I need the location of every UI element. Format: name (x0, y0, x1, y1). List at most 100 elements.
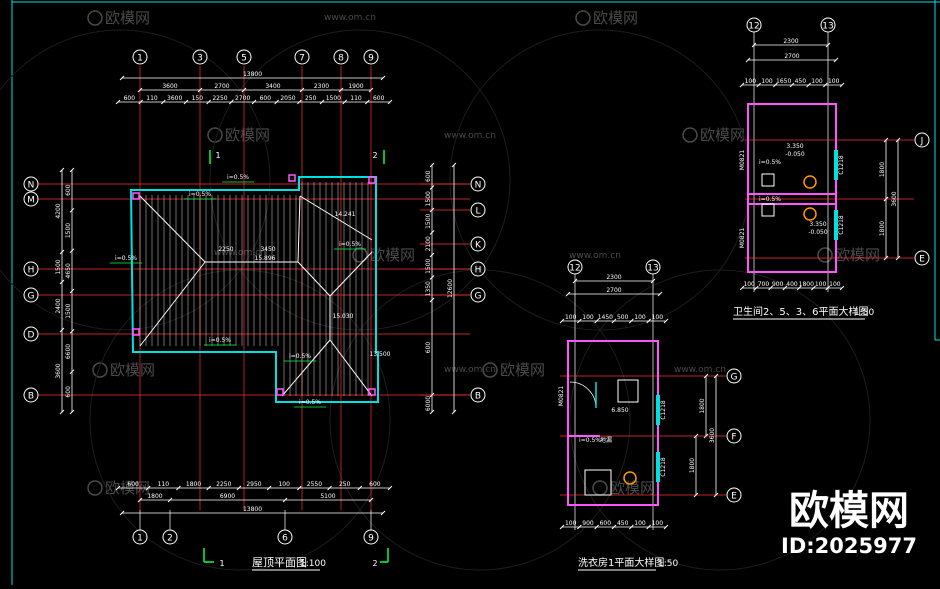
dim-tick (429, 252, 435, 258)
dim-tick (206, 99, 212, 105)
section-mark-label: 2 (372, 151, 377, 160)
laundry-slope: i=0.5% (579, 437, 601, 444)
toilet-door-label: M0821 (739, 150, 746, 171)
toilet-elevation: 3.350 (809, 221, 826, 228)
washbasin-icon (761, 173, 775, 187)
dim-tick (241, 87, 247, 93)
watermark-site: www.om.cn (444, 131, 496, 141)
dim-tick (236, 485, 242, 491)
dim-bottom-row1-text: 110 (158, 481, 170, 488)
dim-tick (572, 278, 578, 284)
dim-top-row2-text: 600 (260, 95, 272, 102)
dim-left-outer-text: 3600 (55, 363, 62, 378)
axis-bubble-bottom-label: 1 (137, 534, 143, 544)
dim-tick (883, 137, 889, 143)
dim-bottom-row1-text: 250 (339, 481, 351, 488)
dim-tick (69, 328, 75, 334)
dim-left-inner-text: 600 (65, 184, 72, 196)
dim-tick (576, 318, 582, 324)
toilet-dim-bottom-text: 900 (772, 281, 784, 288)
dim-tick (429, 297, 435, 303)
dim-top-row2-text: 2700 (235, 95, 250, 102)
dim-tick (768, 285, 773, 291)
dim-tick (357, 485, 363, 491)
watermark-brand: 欧模网 (500, 361, 545, 379)
axis-bubble-top-circle (236, 49, 252, 65)
toilet-dim-bottom-text: 1800 (799, 281, 814, 288)
watermark-site: www.om.cn (444, 365, 496, 375)
watermark-logo-icon (87, 10, 103, 26)
watermark-logo-icon (575, 10, 591, 26)
dim-top-row1-text: 2300 (314, 83, 329, 90)
dim-left-inner-text: 1500 (65, 303, 72, 318)
dim-tick (59, 249, 65, 255)
watermark-brand: 欧模网 (835, 246, 880, 264)
slope-label: i=0.5% (209, 337, 231, 344)
ridge-line (297, 261, 331, 297)
toilet-dim-top2-text: 2700 (784, 53, 799, 60)
dim-right-inner-text: 1350 (425, 281, 432, 296)
dim-top-row1-text: 3600 (162, 83, 177, 90)
watermark-brand: 欧模网 (105, 9, 150, 27)
dim-left-inner-text: 4650 (65, 263, 72, 278)
toilet-window (834, 150, 838, 180)
dim-bottom-row1-text: 2950 (246, 481, 261, 488)
section-mark-label: 1 (215, 151, 220, 160)
laundry-dim-bottom-text: 100 (565, 520, 577, 527)
laundry-axis-right-label: F (731, 433, 736, 443)
elevation-label: 14.241 (335, 211, 356, 218)
dim-tick (693, 433, 699, 439)
laundry-drain-label: 地漏 (600, 436, 612, 444)
dim-right-total-text: 12600 (447, 279, 454, 298)
axis-bubble-top-label: 7 (299, 54, 305, 64)
axis-bubble-bottom-label: 2 (167, 534, 173, 544)
laundry-dim-right2-text: 3600 (709, 428, 716, 443)
dim-tick (739, 285, 745, 291)
watermark-brand: 欧模网 (370, 246, 415, 264)
watermark-arc (89, 269, 391, 571)
laundry-axis-right-circle (726, 428, 742, 444)
dim-top-row2-text: 2250 (212, 95, 227, 102)
axis-bubble-top-circle (294, 49, 310, 65)
dim-bottom-row1-text: 1800 (186, 481, 201, 488)
watermark-logo-icon (817, 247, 833, 263)
laundry-dim-bottom-text: 900 (582, 520, 594, 527)
watermark-arc (329, 269, 631, 571)
dim-tick (895, 137, 901, 143)
watermark-brand: 欧模网 (700, 126, 745, 144)
toilet-plan-title: 卫生间2、5、3、6平面大样图 (733, 305, 868, 318)
toilet-elevation: -0.050 (808, 229, 828, 236)
dim-tick (115, 99, 121, 105)
roof-drain (132, 192, 140, 200)
laundry-window (656, 395, 660, 425)
axis-bubble-left-label: H (28, 266, 35, 276)
dim-tick (833, 57, 839, 63)
watermark-logo-icon (87, 480, 103, 496)
dim-tick (883, 255, 889, 261)
dim-tick (327, 485, 332, 491)
toilet-slope: i=0.5% (759, 159, 781, 166)
dim-tick (145, 485, 151, 491)
dim-tick (206, 485, 212, 491)
dim-right-lower-text: 600 (425, 342, 432, 354)
laundry-dim-top1-text: 2300 (606, 274, 621, 281)
dim-tick (380, 75, 386, 81)
dim-top-row2-text: 1500 (326, 95, 341, 102)
dim-right-inner-text: 600 (425, 170, 432, 182)
slope-label: i=0.5% (299, 399, 321, 406)
dim-tick (296, 99, 302, 105)
elevation-label: 13.500 (370, 351, 391, 358)
dim-tick (594, 318, 600, 324)
dim-tick (429, 207, 435, 213)
laundry-window (656, 452, 660, 482)
axis-bubble-right-label: K (475, 241, 482, 251)
dim-tick (228, 99, 234, 105)
axis-bubble-right-label: N (475, 181, 482, 191)
dim-top-total-text: 13800 (243, 71, 262, 78)
dim-tick (713, 492, 719, 498)
watermark-id: ID:2025977 (781, 534, 917, 558)
watermark-brand: 欧模网 (610, 479, 655, 497)
laundry-door-label: M0821 (558, 386, 565, 407)
watermark-corner: 欧模网 ID:2025977 (781, 488, 917, 558)
